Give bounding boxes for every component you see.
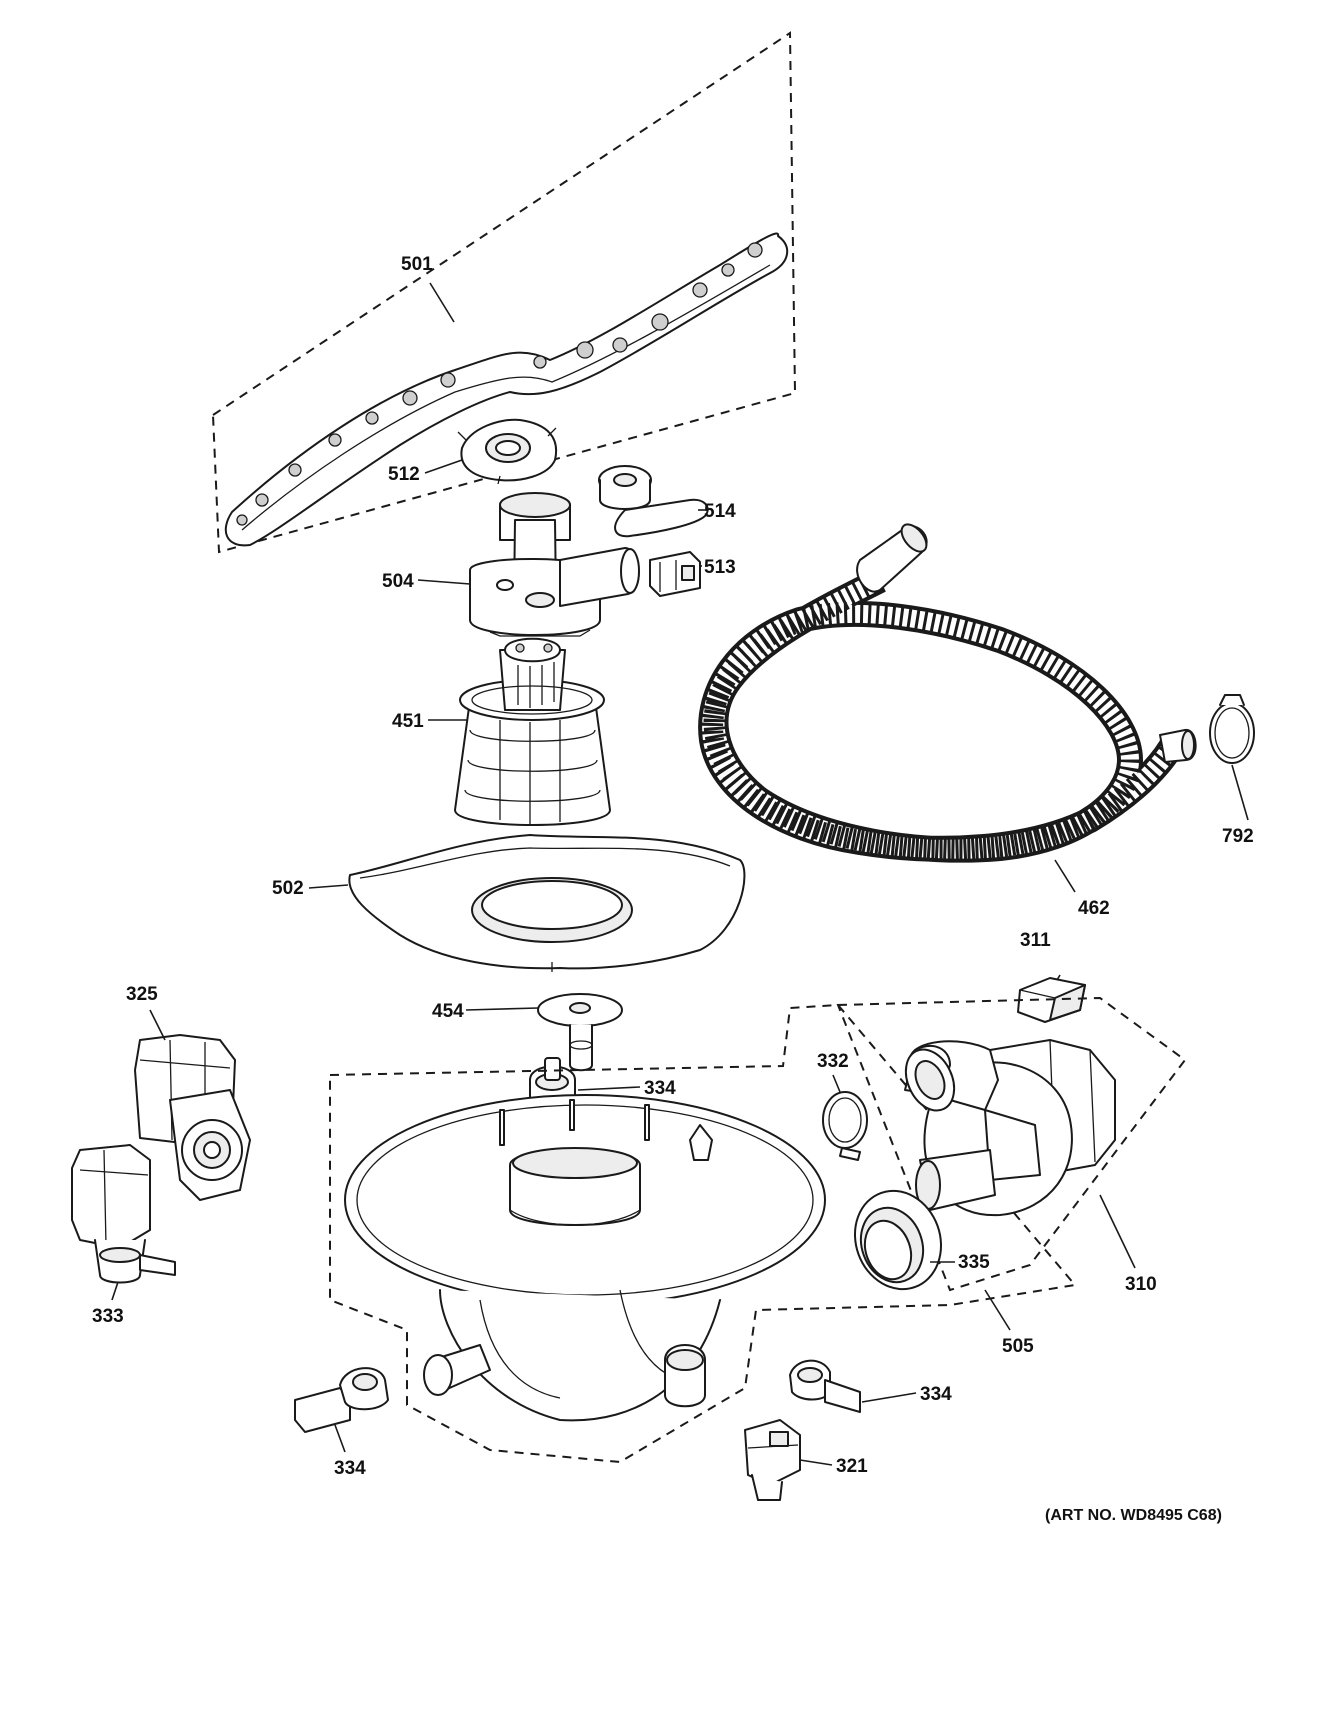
clip-lower-right bbox=[789, 1359, 861, 1413]
callout-512: 512 bbox=[388, 464, 420, 485]
callout-labels: 501 512 514 513 504 451 502 792 462 311 … bbox=[92, 254, 1254, 1479]
elbow-bearing bbox=[598, 465, 709, 538]
callout-451: 451 bbox=[392, 711, 424, 732]
callout-311: 311 bbox=[1020, 930, 1051, 951]
callout-514: 514 bbox=[704, 501, 736, 522]
callout-334-lower-right: 334 bbox=[920, 1384, 952, 1405]
clamp-ring bbox=[822, 1091, 868, 1161]
callout-502: 502 bbox=[272, 878, 304, 899]
spray-arm-hub bbox=[457, 418, 558, 485]
callout-454: 454 bbox=[432, 1001, 464, 1022]
check-valve bbox=[537, 993, 623, 1072]
leader-lines bbox=[111, 282, 1249, 1466]
diverter-assembly bbox=[469, 492, 640, 637]
seal-ring bbox=[853, 1189, 943, 1291]
callout-321: 321 bbox=[836, 1456, 868, 1477]
art-number: (ART NO. WD8495 C68) bbox=[1045, 1507, 1222, 1524]
callout-501: 501 bbox=[401, 254, 433, 275]
callout-325: 325 bbox=[126, 984, 158, 1005]
callout-334-lower-left: 334 bbox=[334, 1458, 366, 1479]
sump-assembly-boundary bbox=[329, 1003, 1077, 1464]
callout-310: 310 bbox=[1125, 1274, 1157, 1295]
filter-cover bbox=[348, 834, 746, 972]
callout-513: 513 bbox=[704, 557, 736, 578]
drain-pump bbox=[71, 1144, 176, 1284]
callout-334-upper: 334 bbox=[644, 1078, 676, 1099]
lower-spray-arm bbox=[211, 31, 797, 554]
callout-504: 504 bbox=[382, 571, 414, 592]
callout-792: 792 bbox=[1222, 826, 1254, 847]
callout-332: 332 bbox=[817, 1051, 849, 1072]
hose-clamp bbox=[1209, 694, 1255, 764]
circulation-pump bbox=[836, 996, 1187, 1292]
sump-assembly bbox=[329, 1003, 1077, 1464]
filter-assembly bbox=[454, 637, 611, 826]
callout-335: 335 bbox=[958, 1252, 990, 1273]
drain-hose bbox=[698, 523, 1197, 863]
connector bbox=[649, 551, 701, 597]
turbidity-sensor bbox=[744, 1419, 801, 1501]
diverter-motor bbox=[134, 1034, 251, 1201]
clip-lower-left bbox=[294, 1367, 389, 1433]
callout-505: 505 bbox=[1002, 1336, 1034, 1357]
callout-462: 462 bbox=[1078, 898, 1110, 919]
callout-333: 333 bbox=[92, 1306, 124, 1327]
